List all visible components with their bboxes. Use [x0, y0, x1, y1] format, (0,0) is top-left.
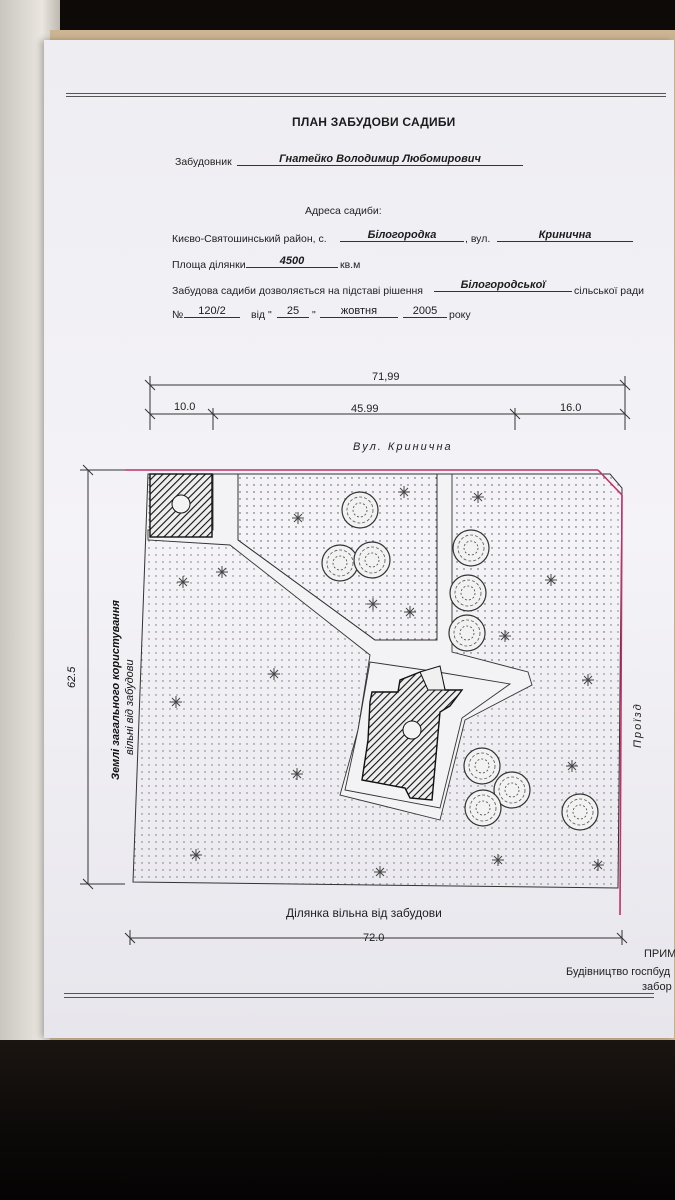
street-top-label: Вул. Кринична	[353, 441, 453, 453]
frame-bottom	[64, 993, 654, 994]
dim-bottom: 72.0	[363, 932, 385, 944]
area-label: Площа ділянки	[172, 259, 246, 271]
dim-side-left: 62.5	[66, 666, 78, 688]
permit-month: жовтня	[320, 305, 398, 318]
right-side-label: Проїзд	[632, 702, 644, 748]
permit-quote: "	[312, 309, 316, 321]
frame-top	[66, 93, 666, 94]
address-street-label: , вул.	[465, 233, 491, 245]
permit-year: 2005	[403, 305, 447, 318]
dim-total-top: 71,99	[372, 371, 400, 383]
left-side-label-2: вільні від забудови	[124, 659, 136, 755]
note-line-2: Будівництво госпбуд	[566, 966, 671, 978]
permit-year-suffix: року	[449, 309, 471, 321]
developer-value: Гнатейко Володимир Любомирович	[237, 153, 523, 166]
permit-text: Забудова садиби дозволяється на підставі…	[172, 285, 423, 297]
developer-label: Забудовник	[175, 156, 232, 168]
permit-day: 25	[277, 305, 309, 318]
bottom-free-label: Ділянка вільна від забудови	[286, 906, 442, 920]
building-2	[149, 473, 213, 538]
permit-from: від "	[251, 309, 272, 321]
desk-surface	[0, 1040, 675, 1200]
permit-number: 120/2	[184, 305, 240, 318]
dimension-lines	[80, 376, 631, 945]
permit-council: Білогородської	[434, 279, 572, 292]
dim-seg-mid: 45.99	[351, 403, 379, 415]
note-line-3: забор	[642, 981, 672, 993]
permit-number-label: №	[172, 309, 184, 321]
page-title: ПЛАН ЗАБУДОВИ САДИБИ	[292, 115, 456, 129]
address-village: Білогородка	[340, 229, 464, 242]
area-value: 4500	[246, 255, 338, 268]
address-heading: Адреса садиби:	[305, 205, 382, 217]
area-unit: кв.м	[340, 259, 361, 271]
address-street: Кринична	[497, 229, 633, 242]
frame-top-inner	[66, 96, 666, 97]
note-line-1: ПРИМ	[644, 948, 675, 960]
left-side-label-1: Землі загального користування	[110, 600, 122, 780]
site-boundary	[125, 469, 623, 916]
dim-seg-right: 16.0	[560, 402, 582, 414]
building-1	[361, 665, 464, 801]
permit-council-suffix: сільської ради	[574, 285, 644, 297]
dim-seg-left: 10.0	[174, 401, 196, 413]
frame-bottom-inner	[64, 997, 654, 998]
address-district: Києво-Святошинський район, с.	[172, 233, 327, 245]
